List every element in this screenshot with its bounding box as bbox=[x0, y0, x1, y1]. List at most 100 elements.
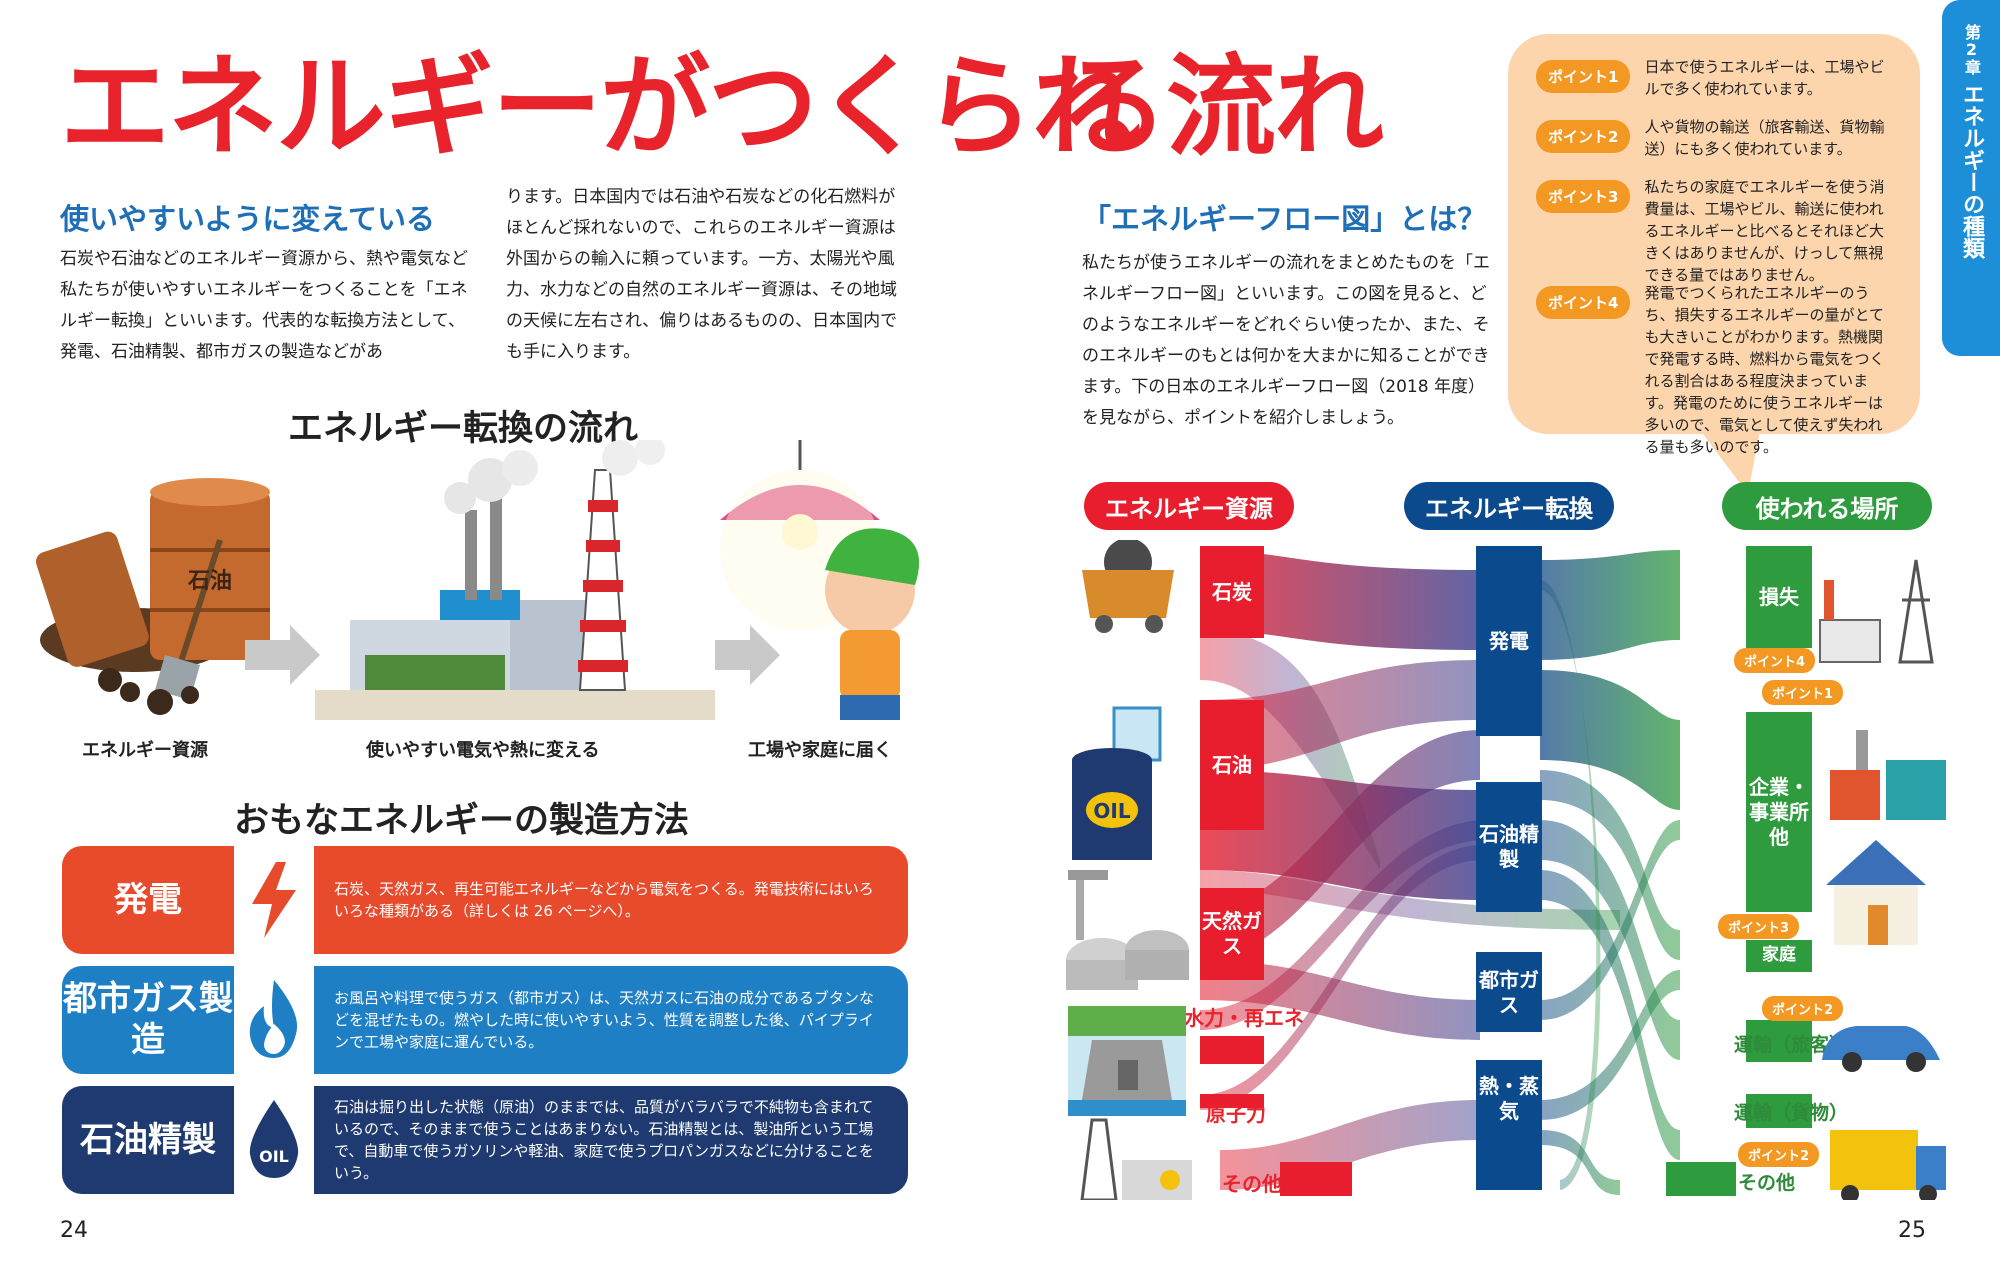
use-node-loss: 損失 bbox=[1746, 546, 1812, 648]
use-node-passenger-bar bbox=[1746, 1020, 1812, 1062]
caption-resource: エネルギー資源 bbox=[82, 740, 208, 761]
lamp-character-illustration bbox=[720, 440, 920, 720]
methods-heading: おもなエネルギーの製造方法 bbox=[234, 801, 690, 841]
source-label-other: その他 bbox=[1222, 1172, 1282, 1196]
method-desc-sekiyu: 石油は掘り出した状態（原油）のままでは、品質がバラバラで不純物も含まれているので… bbox=[314, 1086, 908, 1194]
flow-intro-paragraph: 私たちが使うエネルギーの流れをまとめたものを「エネルギーフロー図」といいます。こ… bbox=[1082, 253, 1490, 428]
point-text-3: 私たちの家庭でエネルギーを使う消費量は、工場やビル、輸送に使われるエネルギーと比… bbox=[1644, 178, 1885, 284]
column-header-usage: 使われる場所 bbox=[1722, 482, 1932, 530]
business-building-illustration bbox=[1830, 730, 1946, 820]
conv-node-heat: 熱・蒸気 bbox=[1476, 1060, 1542, 1190]
flow-misc bbox=[1540, 580, 1601, 1190]
source-label-nuclear: 原子力 bbox=[1206, 1102, 1266, 1126]
use-node-business: 企業・事業所他 bbox=[1746, 712, 1812, 912]
conv-node-power: 発電 bbox=[1476, 546, 1542, 736]
method-desc-hatsuden: 石炭、天然ガス、再生可能エネルギーなどから電気をつくる。発電技術にはいろいろな種… bbox=[314, 846, 908, 954]
flame-icon bbox=[234, 966, 314, 1074]
use-node-home: 家庭 bbox=[1746, 940, 1812, 972]
arrow-icon bbox=[245, 625, 320, 685]
use-node-other-bar bbox=[1666, 1162, 1736, 1196]
flow-gas-citygas bbox=[1200, 960, 1480, 1040]
column-header-conversion: エネルギー転換 bbox=[1404, 482, 1614, 530]
oil-can-text: OIL bbox=[1093, 799, 1130, 823]
source-node-oil: 石油 bbox=[1200, 700, 1264, 830]
nuclear-plant-illustration bbox=[1080, 1118, 1192, 1200]
method-desc-toshigas: お風呂や料理で使うガス（都市ガス）は、天然ガスに石油の成分であるブタンなどを混ぜ… bbox=[314, 966, 908, 1074]
source-node-coal: 石炭 bbox=[1200, 546, 1264, 638]
use-badge-point3: ポイント3 bbox=[1718, 914, 1800, 939]
chapter-number: 第2章 bbox=[1962, 24, 1981, 75]
use-label-other: その他 bbox=[1738, 1172, 1796, 1194]
body-paragraph-1: 石炭や石油などのエネルギー資源から、熱や電気など私たちが使いやすいエネルギーをつ… bbox=[60, 249, 468, 362]
section-heading-right: 「エネルギーフロー図」とは？ bbox=[1082, 202, 1487, 236]
factory-tower-illustration bbox=[1819, 559, 1934, 664]
flow-heading: エネルギー転換の流れ bbox=[288, 409, 639, 449]
point-row-4: ポイント4 発電でつくられたエネルギーのうち、損失するエネルギーの量がとても大き… bbox=[1536, 282, 1896, 458]
use-badge-point4: ポイント4 bbox=[1734, 648, 1816, 673]
source-label-renewables: 水力・再エネ bbox=[1184, 1006, 1304, 1030]
use-node-freight-bar bbox=[1746, 1094, 1812, 1128]
house-illustration bbox=[1826, 840, 1926, 945]
source-node-renewables-bar bbox=[1200, 1036, 1264, 1064]
barrel-label: 石油 bbox=[187, 569, 232, 594]
flow-power-home bbox=[1540, 770, 1680, 960]
power-plant-illustration bbox=[315, 440, 715, 720]
flow-power-business bbox=[1540, 670, 1680, 810]
flow-coal-other bbox=[1200, 630, 1380, 870]
flow-coal-power bbox=[1200, 550, 1480, 650]
energy-flow-sankey bbox=[1200, 550, 1680, 1195]
source-illustrations: OIL bbox=[1066, 540, 1192, 1200]
arrow-icon bbox=[715, 625, 780, 685]
point-text-4: 発電でつくられたエネルギーのうち、損失するエネルギーの量がとても大きいことがわか… bbox=[1644, 284, 1885, 456]
column-header-resources: エネルギー資源 bbox=[1084, 482, 1294, 530]
use-badge-point2b: ポイント2 bbox=[1738, 1142, 1820, 1167]
oil-can-illustration: OIL bbox=[1072, 706, 1162, 860]
flow-heat-other bbox=[1540, 1130, 1620, 1195]
bubble-tail bbox=[1700, 430, 1760, 494]
point-row-1: ポイント1 日本で使うエネルギーは、工場やビルで多く使われています。 bbox=[1536, 56, 1896, 100]
gas-tank-illustration bbox=[1066, 870, 1189, 990]
conv-node-refinery: 石油精製 bbox=[1476, 782, 1542, 912]
flow-nuclear-power bbox=[1200, 845, 1480, 1110]
point-text-1: 日本で使うエネルギーは、工場やビルで多く使われています。 bbox=[1644, 58, 1885, 98]
source-node-gas: 天然ガス bbox=[1200, 888, 1264, 980]
source-node-other-bar bbox=[1280, 1162, 1352, 1196]
point-row-2: ポイント2 人や貨物の輸送（旅客輸送、貨物輸送）にも多く使われています。 bbox=[1536, 116, 1896, 160]
energy-conversion-illustration: 石油 bbox=[36, 440, 920, 720]
source-node-nuclear-bar bbox=[1200, 1094, 1264, 1108]
oil-drop-text: OIL bbox=[259, 1147, 289, 1166]
points-bubble bbox=[1508, 34, 1920, 434]
page-title-part2: る流れ bbox=[1058, 43, 1384, 171]
flow-refinery-freight bbox=[1540, 870, 1680, 1160]
flow-refinery-transport bbox=[1540, 820, 1680, 1060]
point-row-3: ポイント3 私たちの家庭でエネルギーを使う消費量は、工場やビル、輸送に使われるエ… bbox=[1536, 176, 1896, 286]
page-number-right: 25 bbox=[1898, 1218, 1926, 1243]
use-badge-point2a: ポイント2 bbox=[1762, 996, 1844, 1021]
method-label-sekiyu: 石油精製 bbox=[62, 1086, 234, 1194]
flow-oil-power bbox=[1200, 660, 1480, 770]
flow-citygas-business bbox=[1540, 820, 1680, 1020]
method-label-toshigas: 都市ガス製造 bbox=[62, 966, 234, 1074]
conv-node-citygas: 都市ガス bbox=[1476, 952, 1542, 1032]
point-badge-1: ポイント1 bbox=[1536, 60, 1631, 93]
body-paragraph-2: ります。日本国内では石油や石炭などの化石燃料がほとんど採れないので、これらのエネ… bbox=[506, 187, 898, 362]
point-badge-2: ポイント2 bbox=[1536, 120, 1631, 153]
chapter-name: エネルギーの種類 bbox=[1959, 83, 1984, 259]
use-badge-point1: ポイント1 bbox=[1762, 680, 1844, 705]
flow-gas-power bbox=[1200, 730, 1480, 960]
flow-renew-power bbox=[1200, 820, 1480, 1030]
flow-power-loss bbox=[1540, 550, 1680, 660]
oil-drop-icon: OIL bbox=[234, 1086, 314, 1194]
use-label-passenger: 運輸（旅客） bbox=[1734, 1034, 1849, 1056]
car-illustration bbox=[1822, 1026, 1940, 1072]
point-text-2: 人や貨物の輸送（旅客輸送、貨物輸送）にも多く使われています。 bbox=[1644, 118, 1885, 158]
flow-heat-home bbox=[1540, 970, 1680, 1120]
use-label-freight: 運輸（貨物） bbox=[1734, 1102, 1849, 1124]
lightning-icon bbox=[234, 846, 314, 954]
page-title-part1: エネルギーがつくられ bbox=[60, 43, 1142, 171]
oil-barrel-illustration bbox=[36, 478, 270, 715]
caption-convert: 使いやすい電気や熱に変える bbox=[366, 740, 600, 761]
point-badge-4: ポイント4 bbox=[1536, 286, 1631, 319]
usage-illustrations bbox=[1819, 559, 1946, 1200]
section-heading-left: 使いやすいように変えている bbox=[60, 202, 435, 236]
